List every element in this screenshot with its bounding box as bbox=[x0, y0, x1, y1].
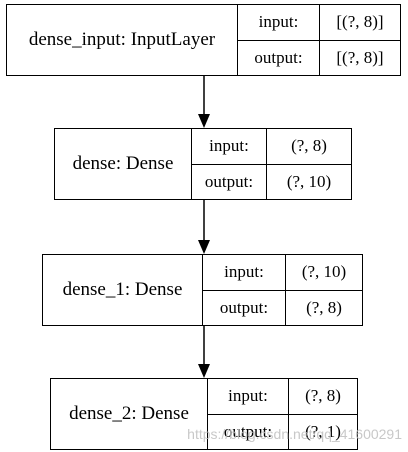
output-shape: (?, 1) bbox=[305, 421, 341, 441]
output-label: output: bbox=[208, 414, 289, 449]
output-shape: [(?, 8)] bbox=[336, 47, 384, 67]
input-shape: (?, 8) bbox=[291, 136, 327, 156]
input-shape: (?, 8) bbox=[305, 386, 341, 406]
layer-node-dense-input: dense_input: InputLayer input: [(?, 8)] … bbox=[6, 4, 401, 76]
output-label: output: bbox=[238, 40, 320, 75]
layer-name: dense_1: Dense bbox=[43, 255, 203, 325]
connection-arrow bbox=[198, 326, 210, 378]
layer-name: dense_2: Dense bbox=[51, 379, 208, 449]
input-row: input: [(?, 8)] bbox=[238, 5, 400, 40]
output-label: output: bbox=[192, 164, 267, 199]
layer-node-dense-1: dense_1: Dense input: (?, 10) output: (?… bbox=[42, 254, 363, 326]
output-shape: (?, 8) bbox=[306, 297, 342, 317]
output-row: output: (?, 10) bbox=[192, 163, 351, 199]
input-row: input: (?, 8) bbox=[208, 379, 357, 414]
output-row: output: [(?, 8)] bbox=[238, 39, 400, 75]
input-label: input: bbox=[208, 379, 289, 414]
input-row: input: (?, 8) bbox=[192, 129, 351, 164]
output-shape: (?, 10) bbox=[286, 171, 332, 191]
layer-node-dense-2: dense_2: Dense input: (?, 8) output: (?,… bbox=[50, 378, 358, 450]
input-label: input: bbox=[203, 255, 286, 290]
output-row: output: (?, 1) bbox=[208, 413, 357, 449]
layer-name: dense: Dense bbox=[55, 129, 192, 199]
layer-node-dense: dense: Dense input: (?, 8) output: (?, 1… bbox=[54, 128, 352, 200]
input-label: input: bbox=[238, 5, 320, 40]
input-row: input: (?, 10) bbox=[203, 255, 362, 290]
connection-arrow bbox=[198, 200, 210, 254]
output-row: output: (?, 8) bbox=[203, 289, 362, 325]
connection-arrow bbox=[198, 76, 210, 128]
input-shape: [(?, 8)] bbox=[336, 12, 384, 32]
input-shape: (?, 10) bbox=[301, 262, 347, 282]
layer-name: dense_input: InputLayer bbox=[7, 5, 238, 75]
output-label: output: bbox=[203, 290, 286, 325]
input-label: input: bbox=[192, 129, 267, 164]
